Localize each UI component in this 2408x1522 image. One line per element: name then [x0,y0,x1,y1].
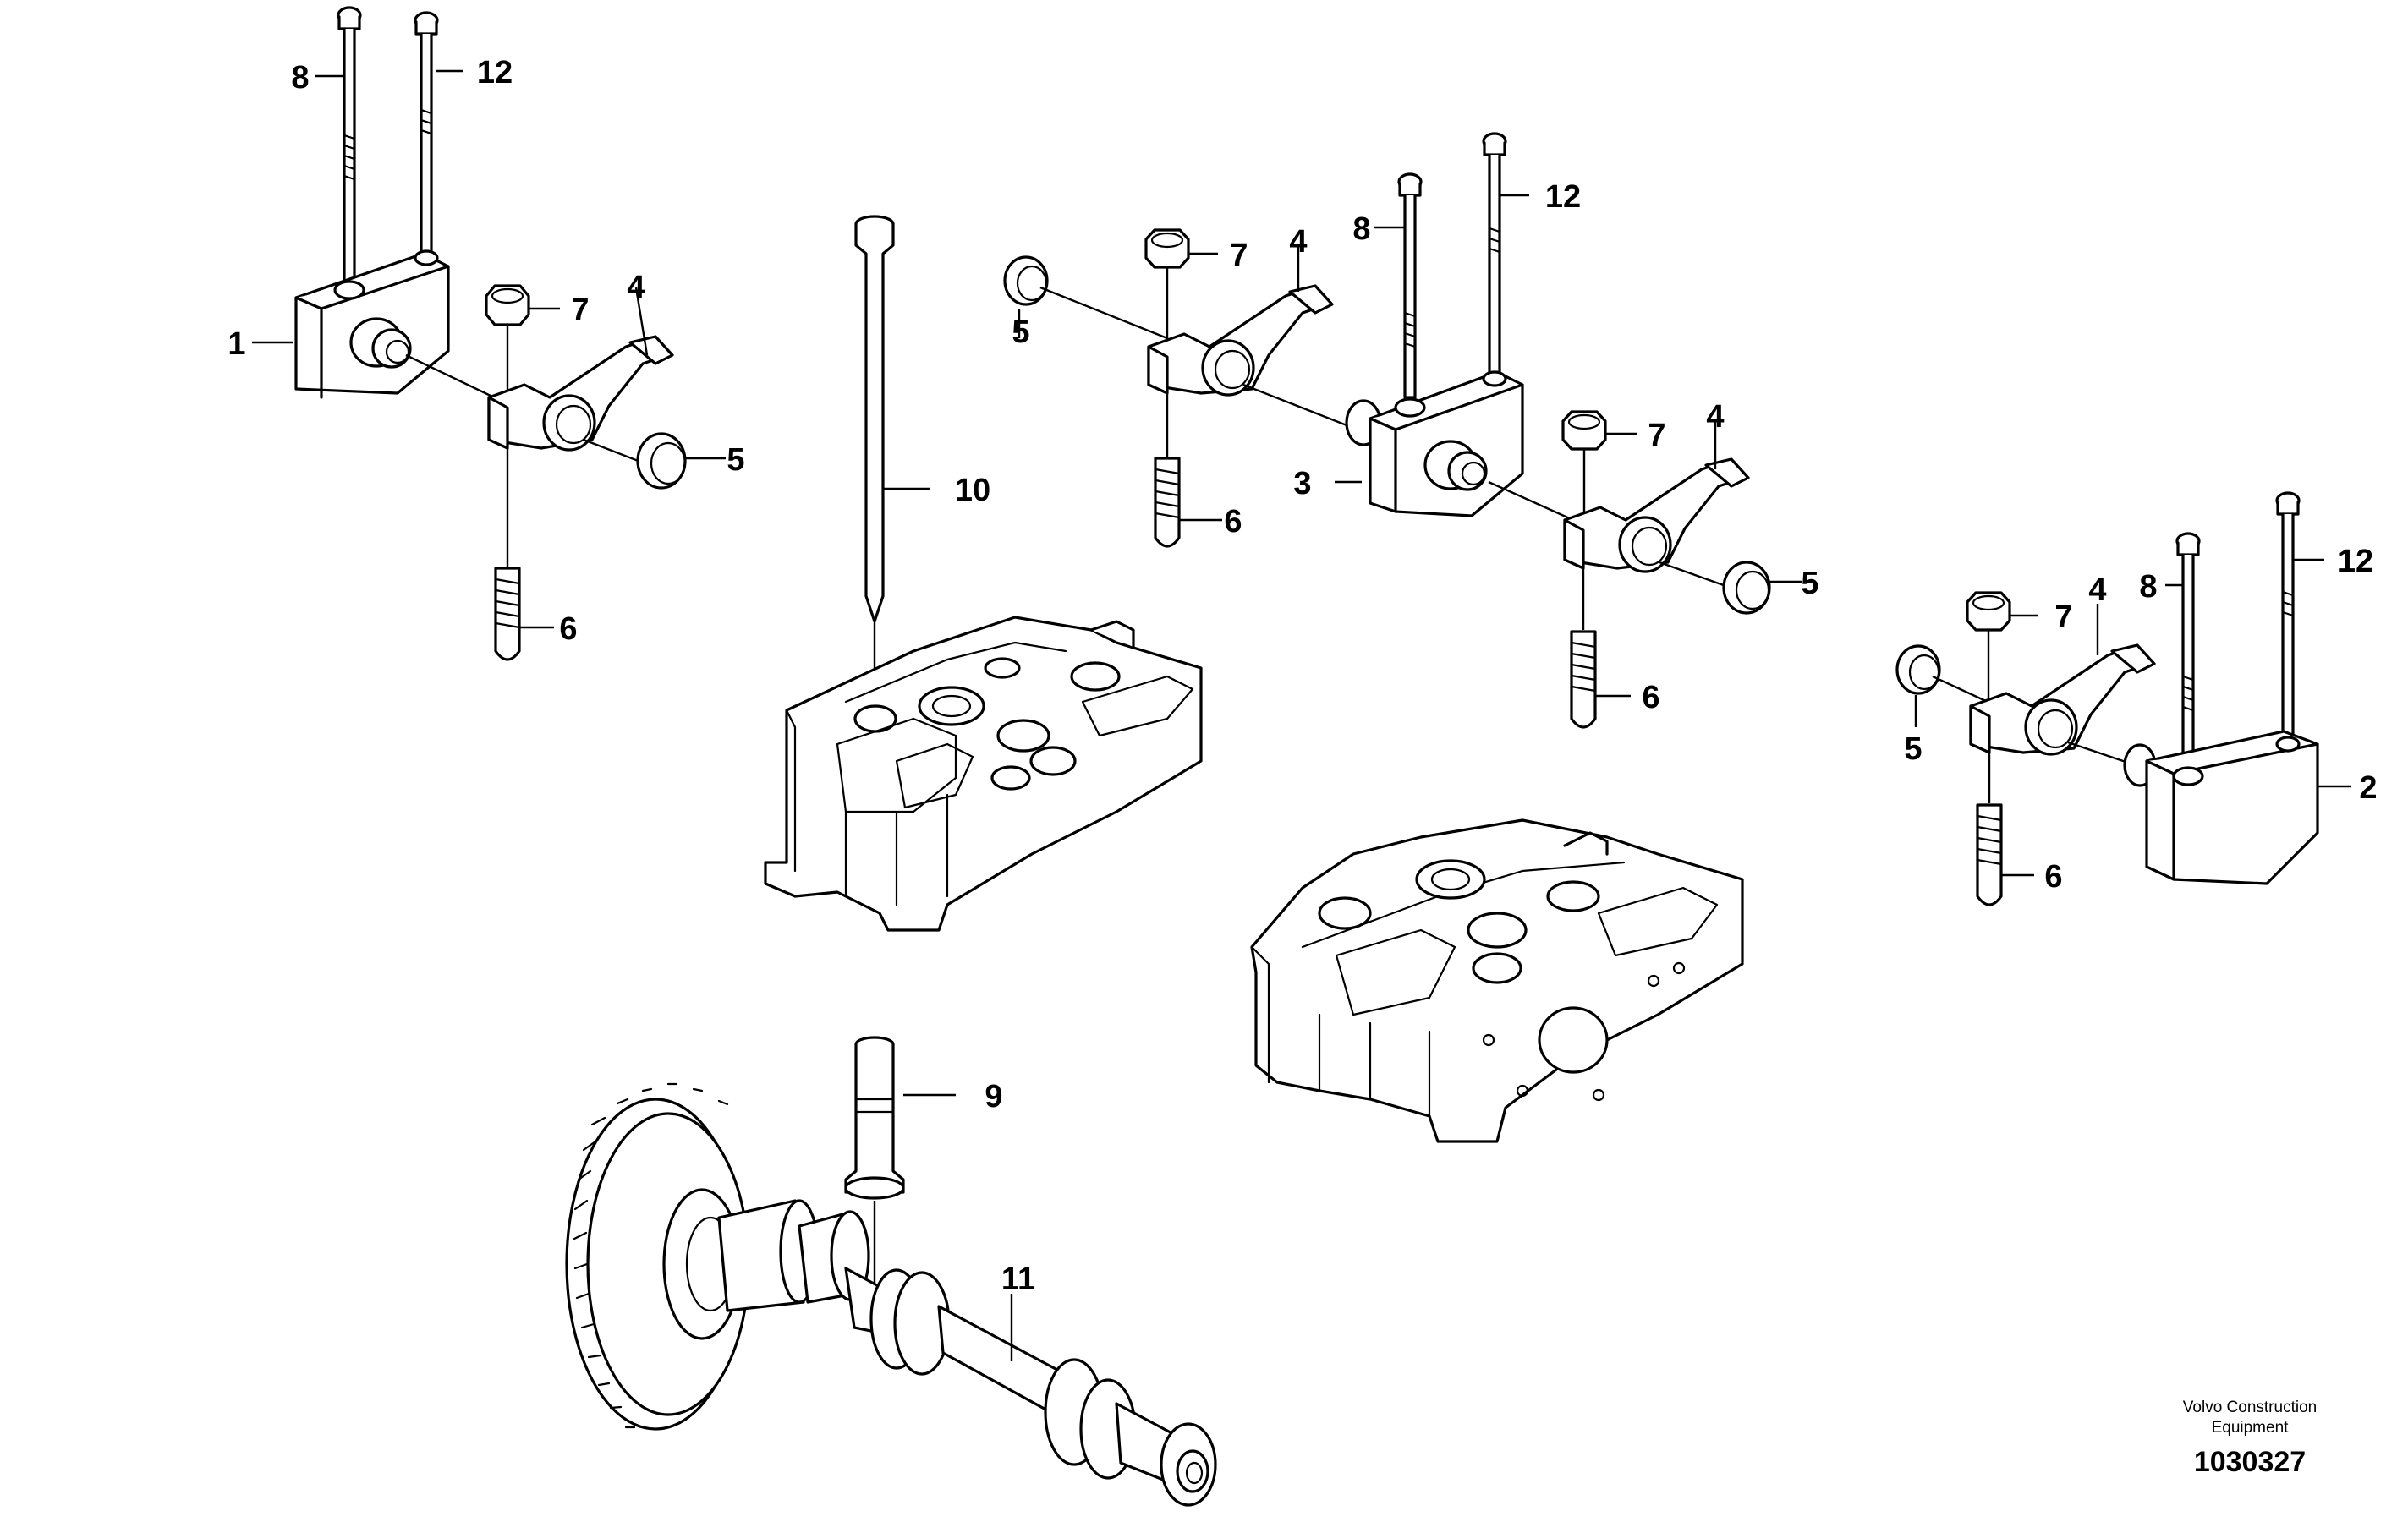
callout-labels: 1 2 3 4 4 4 4 5 5 5 5 6 6 6 6 7 7 7 7 8 … [228,55,2377,1297]
rocker-group-left [294,6,687,661]
callout-push-rod: 10 [955,473,990,508]
callout-bolt-long-2: 12 [1545,179,1581,215]
cylinder-head-left [764,616,1203,932]
push-rod [854,215,895,623]
valve-tappet [844,1036,905,1200]
rocker-bracket-left [294,249,450,399]
callout-bolt-short-3: 8 [2139,569,2157,605]
callout-bolt-short-2: 8 [1352,211,1370,247]
callout-lock-nut-4: 7 [2054,599,2072,635]
callout-camshaft: 11 [1001,1262,1035,1297]
lock-nut-1 [485,284,530,326]
rocker-arm-4 [1969,643,2156,756]
callout-rocker-bracket-right: 2 [2359,770,2377,806]
bushing-4 [1895,644,1941,695]
brand-line-2: Equipment [2211,1419,2289,1437]
cylinder-head-right [1250,818,1744,1143]
bolt-long-3 [2275,491,2301,746]
rocker-arm-3 [1563,457,1750,573]
callout-rocker-bracket-left: 1 [228,326,245,362]
bushing-1 [636,432,687,490]
rocker-group-right [1895,491,2319,906]
callout-rocker-arm-2: 4 [1289,224,1307,260]
callout-rocker-bracket-middle: 3 [1293,466,1311,501]
rocker-bracket-right [2123,730,2319,885]
callout-bushing-2: 5 [1012,315,1029,350]
callout-lock-nut-3: 7 [1648,418,1665,453]
callout-bolt-long-1: 12 [477,55,513,90]
bolt-short-1 [337,6,362,285]
callout-lock-nut-2: 7 [1230,238,1248,273]
bushing-3 [1722,561,1771,615]
callout-bushing-1: 5 [727,442,744,478]
callout-adjusting-screw-2: 6 [1224,504,1242,539]
bolt-long-2 [1482,132,1507,378]
callout-valve-tappet: 9 [985,1079,1002,1114]
bolt-long-1 [414,11,439,255]
leader-lines [252,69,2351,1361]
callout-rocker-arm-3: 4 [1706,399,1724,435]
callout-bushing-4: 5 [1904,731,1922,767]
adjusting-screw-1 [494,567,521,661]
adjusting-screw-4 [1976,803,2003,906]
lock-nut-2 [1144,228,1190,269]
callout-rocker-arm-4: 4 [2088,572,2106,608]
rocker-arm-1 [487,335,674,452]
bolt-short-3 [2175,532,2201,771]
rocker-arm-2 [1147,284,1334,397]
rocker-group-middle [1003,132,1771,729]
adjusting-screw-2 [1154,457,1181,548]
callout-bolt-short-1: 8 [291,60,309,96]
callout-lock-nut-1: 7 [571,293,589,328]
callout-adjusting-screw-3: 6 [1642,680,1659,715]
callout-rocker-arm-1: 4 [627,270,645,305]
lock-nut-4 [1966,591,2011,632]
bushing-2 [1003,255,1049,306]
brand-caption: Volvo Construction Equipment [2157,1398,2343,1438]
lock-nut-3 [1561,410,1607,451]
drawing-number: 1030327 [2193,1446,2307,1478]
camshaft [565,1082,1217,1507]
callout-bolt-long-3: 12 [2338,544,2373,579]
adjusting-screw-3 [1570,630,1597,729]
callout-adjusting-screw-4: 6 [2044,859,2062,895]
rocker-bracket-middle [1345,370,1524,517]
callout-bushing-3: 5 [1801,566,1818,601]
brand-line-1: Volvo Construction [2182,1399,2317,1416]
bolt-short-2 [1397,172,1423,399]
callout-adjusting-screw-1: 6 [559,611,577,647]
